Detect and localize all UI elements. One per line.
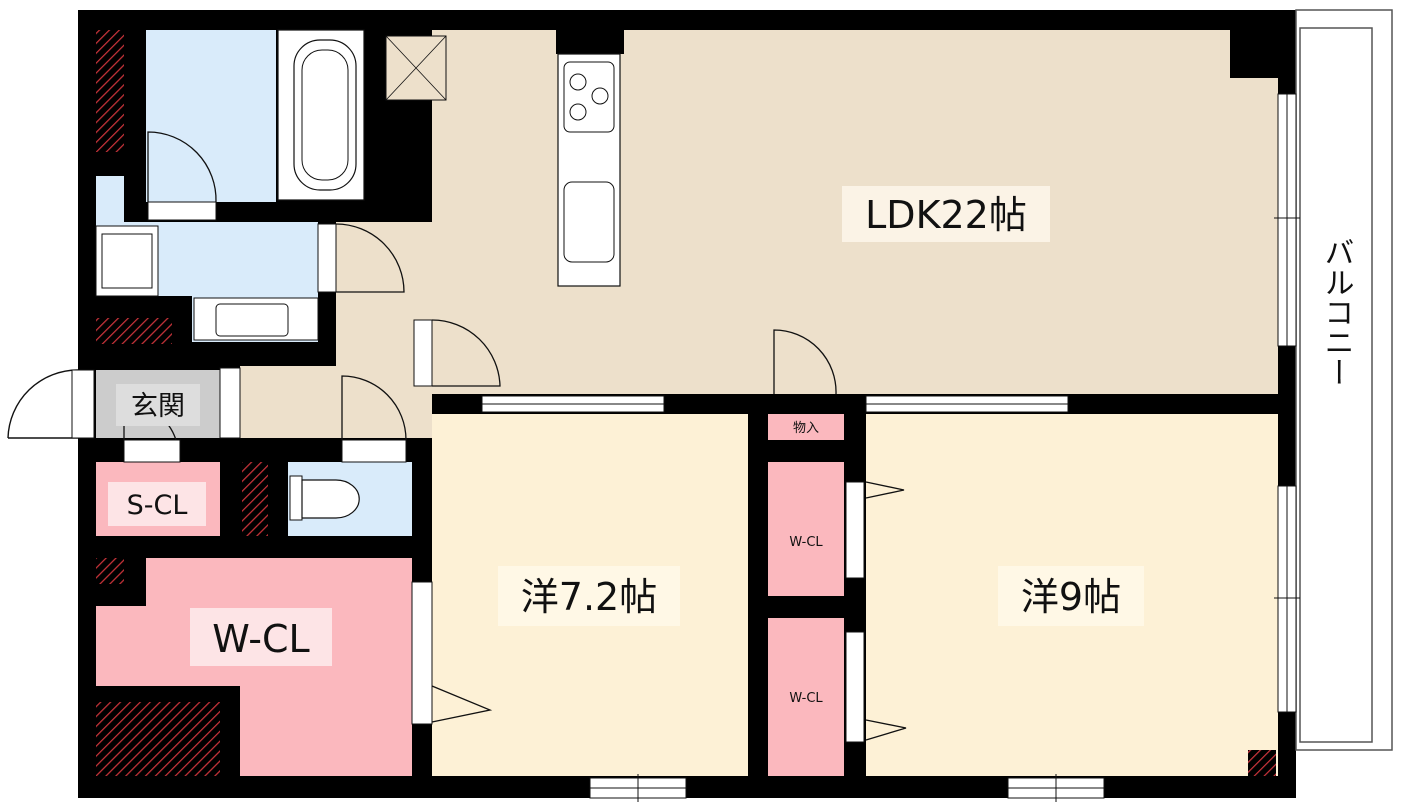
ldk-label-bg [842, 186, 1050, 242]
storage-room [768, 414, 844, 440]
entrance-label: 玄関 [131, 391, 185, 422]
washroom-upper [96, 176, 124, 226]
western-7-label: 洋7.2帖 [521, 575, 657, 619]
ventilation-fan [385, 35, 447, 101]
bathtub [277, 29, 365, 201]
ldk-label: LDK22帖 [865, 193, 1027, 237]
wcl-upper-label: W-CL [789, 535, 823, 550]
windows [589, 93, 1300, 802]
wash-basin [193, 297, 319, 341]
toilet-fixture [289, 475, 360, 521]
scl-label: S-CL [127, 490, 188, 521]
washing-machine [95, 225, 159, 297]
ldk-wall-nub [556, 30, 624, 54]
pillars [96, 30, 1276, 776]
scl-label-bg [108, 482, 206, 526]
storage-label: 物入 [793, 421, 819, 436]
sliding-doors [481, 395, 1069, 413]
western-7-label-bg [498, 566, 680, 626]
western-9-label-bg [998, 566, 1144, 626]
bathroom [146, 30, 276, 202]
balcony [1295, 9, 1393, 751]
balcony-label: バルコニー [1319, 237, 1354, 387]
hallway-lower [240, 366, 432, 438]
w-cl-lower-room [768, 618, 844, 776]
kitchen-counter [557, 53, 621, 287]
entrance-exterior-door [7, 369, 95, 439]
w-cl-upper-room [768, 462, 844, 596]
wcl-lower-label: W-CL [789, 691, 823, 706]
entrance-label-bg [116, 384, 200, 426]
wcl-large-label: W-CL [212, 617, 309, 661]
western-9-label: 洋9帖 [1021, 575, 1121, 619]
wcl-large-label-bg [190, 608, 332, 666]
ldk-corner-nub [1230, 30, 1278, 78]
w-cl-large-room [96, 558, 412, 776]
doors [123, 131, 907, 743]
